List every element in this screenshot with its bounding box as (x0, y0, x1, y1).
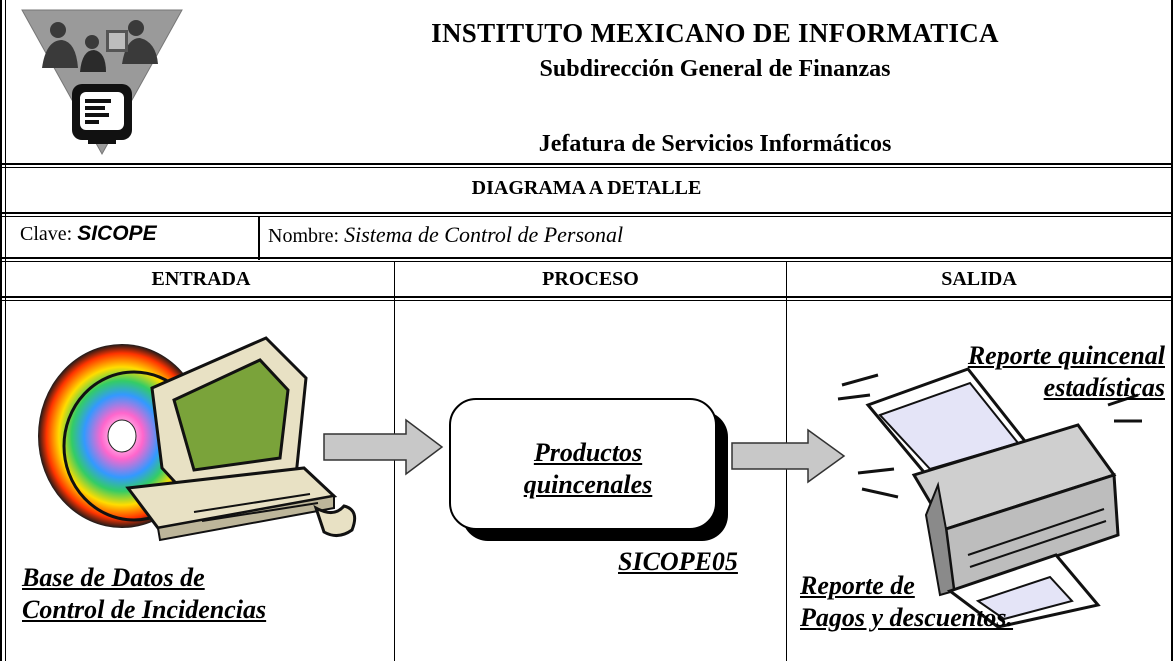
clave-field: Clave: SICOPE (20, 222, 157, 246)
process-box-line2: quincenales (523, 470, 653, 499)
people-computer-logo-icon (21, 9, 183, 156)
printer-icon (837, 367, 1142, 629)
clave-label: Clave: (20, 223, 78, 245)
institution-title: INSTITUTO MEXICANO DE INFORMATICA (431, 18, 999, 48)
output-bottom-line1: Reporte de (800, 571, 915, 600)
input-label-line1: Base de Datos de (22, 563, 205, 592)
rule-identity-bottom (0, 257, 1173, 259)
rule-identity-bottom-2 (0, 261, 1173, 262)
rule-diagram-title-bottom-2 (0, 216, 1173, 217)
input-label-line2: Control de Incidencias (22, 595, 267, 624)
process-box (449, 398, 728, 541)
output-top-label: Reporte quincenal estadísticas (880, 340, 1165, 404)
rule-diagram-title-bottom (0, 212, 1173, 214)
divider-entrada-proceso (394, 261, 395, 661)
output-bottom-label: Reporte de Pagos y descuentos. (800, 570, 1013, 634)
border-right (1171, 0, 1173, 661)
process-program-code: SICOPE05 (618, 547, 738, 576)
computer-cd-icon (38, 336, 357, 542)
output-bottom-line2: Pagos y descuentos. (800, 603, 1014, 632)
nombre-value: Sistema de Control de Personal (344, 222, 624, 247)
rule-header-bottom (0, 163, 1173, 165)
border-left-outer (0, 0, 2, 661)
arrow-right-icon (323, 418, 444, 476)
process-box-label: Productos quincenales (468, 437, 708, 501)
clave-value: SICOPE (77, 222, 157, 245)
border-left-inner (5, 0, 6, 661)
divider-clave-nombre (258, 216, 260, 260)
output-top-line1: Reporte quincenal (967, 341, 1165, 370)
input-label: Base de Datos de Control de Incidencias (22, 562, 266, 626)
column-header-proceso: PROCESO (542, 268, 639, 290)
column-header-entrada: ENTRADA (151, 268, 251, 290)
rule-columns-bottom-2 (0, 300, 1173, 301)
nombre-field: Nombre: Sistema de Control de Personal (268, 222, 623, 248)
department-title: Jefatura de Servicios Informáticos (538, 131, 892, 157)
rule-columns-bottom (0, 296, 1173, 298)
column-header-salida: SALIDA (941, 268, 1017, 290)
nombre-label: Nombre: (268, 225, 345, 247)
arrow-right-icon (731, 428, 846, 484)
diagram-title: DIAGRAMA A DETALLE (471, 177, 702, 199)
rule-header-bottom-2 (0, 167, 1173, 168)
subdirection-title: Subdirección General de Finanzas (539, 56, 891, 82)
process-box-line1: Productos (533, 438, 643, 467)
output-top-line2: estadísticas (1043, 373, 1165, 402)
